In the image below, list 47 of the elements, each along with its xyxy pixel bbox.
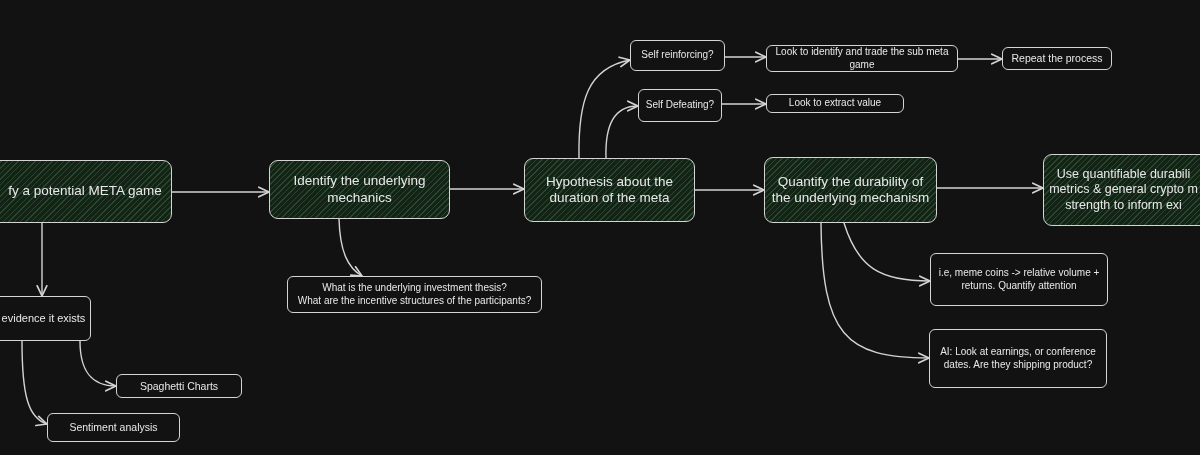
curved-arrow: [21, 340, 48, 426]
arrow: [724, 51, 767, 63]
arrow: [171, 186, 270, 198]
box-text: Look to extract value: [788, 97, 882, 110]
box-text: Self reinforcing?: [641, 49, 714, 62]
box-text: What is the underlying investment thesis?: [322, 282, 507, 295]
curved-arrow: [79, 340, 117, 392]
box-text: Repeat the process: [1011, 52, 1103, 65]
note-box: [116, 374, 242, 398]
note-box: [287, 276, 542, 313]
box-text: Sentiment analysis: [69, 421, 158, 434]
arrow: [694, 184, 765, 196]
arrow: [449, 183, 525, 195]
box-text: Hypothesis about the duration of the meta: [545, 173, 674, 207]
process-box: [269, 160, 450, 219]
process-box: [764, 157, 937, 223]
process-box: [1043, 154, 1200, 226]
process-box: [0, 160, 172, 223]
box-text: Use quantifiable durabili metrics & general crypto m strength to inform exi: [1048, 167, 1199, 213]
note-box: [638, 89, 722, 122]
arrow: [957, 53, 1003, 65]
note-box: [47, 413, 180, 442]
note-box: [630, 40, 725, 71]
box-text: Quantify the durability of the underlying mechanism: [771, 173, 930, 207]
curved-arrow: [843, 222, 931, 287]
box-text: Look to identify and trade the sub meta game: [774, 46, 950, 71]
box-text: fy a potential META game: [8, 183, 162, 200]
process-box: [524, 158, 695, 222]
note-box: [766, 45, 958, 72]
note-box: [1002, 47, 1112, 70]
note-box: [929, 329, 1107, 388]
box-text: What are the incentive structures of the participants?: [297, 294, 532, 307]
box-text: AI: Look at earnings, or conference dates. Are they shipping product?: [939, 346, 1097, 371]
box-text: evidence it exists: [1, 311, 86, 326]
box-text: i.e, meme coins -> relative volume + returns. Quantify attention: [937, 267, 1101, 292]
arrow: [936, 182, 1044, 194]
curved-arrow: [338, 218, 363, 277]
curved-arrow: [605, 101, 639, 159]
note-box: [766, 94, 904, 113]
arrow: [721, 98, 767, 110]
arrow: [36, 222, 48, 297]
curved-arrow: [820, 222, 930, 364]
box-text: Self Defeating?: [645, 99, 715, 112]
curved-arrow: [578, 57, 631, 159]
box-text: Identify the underlying mechanics: [292, 173, 427, 206]
note-box: [930, 253, 1108, 306]
box-text: Spaghetti Charts: [139, 379, 219, 393]
